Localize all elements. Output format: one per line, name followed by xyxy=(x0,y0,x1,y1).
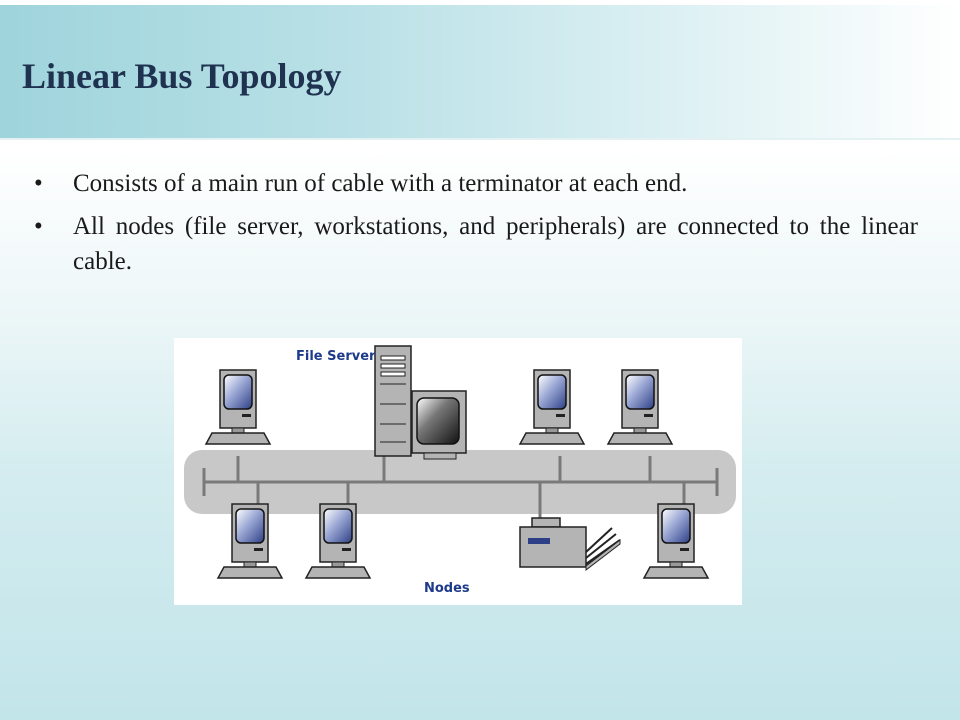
bullet-icon: • xyxy=(34,213,43,240)
bus-topology-svg: File Server Nodes xyxy=(184,345,736,596)
bullet-text: Consists of a main run of cable with a t… xyxy=(73,170,688,197)
workstation-icon xyxy=(519,369,585,445)
server-monitor-icon xyxy=(411,390,467,460)
bus-topology-diagram: File Server Nodes xyxy=(174,338,742,605)
nodes-label: Nodes xyxy=(424,581,470,596)
workstation-icon xyxy=(217,503,283,579)
file-server-icon xyxy=(374,345,412,457)
workstation-icon xyxy=(305,503,371,579)
workstation-icon xyxy=(643,503,709,579)
slide-title: Linear Bus Topology xyxy=(22,56,342,96)
bullet-list: • Consists of a main run of cable with a… xyxy=(30,166,918,287)
file-server-label: File Server xyxy=(296,349,376,364)
bullet-item: • All nodes (file server, workstations, … xyxy=(30,209,918,279)
bullet-icon: • xyxy=(34,170,43,197)
title-band: Linear Bus Topology xyxy=(0,5,960,140)
printer-icon xyxy=(519,517,621,572)
workstation-icon xyxy=(607,369,673,445)
workstation-icon xyxy=(205,369,271,445)
bullet-item: • Consists of a main run of cable with a… xyxy=(30,166,918,201)
bullet-text: All nodes (file server, workstations, an… xyxy=(73,213,918,275)
